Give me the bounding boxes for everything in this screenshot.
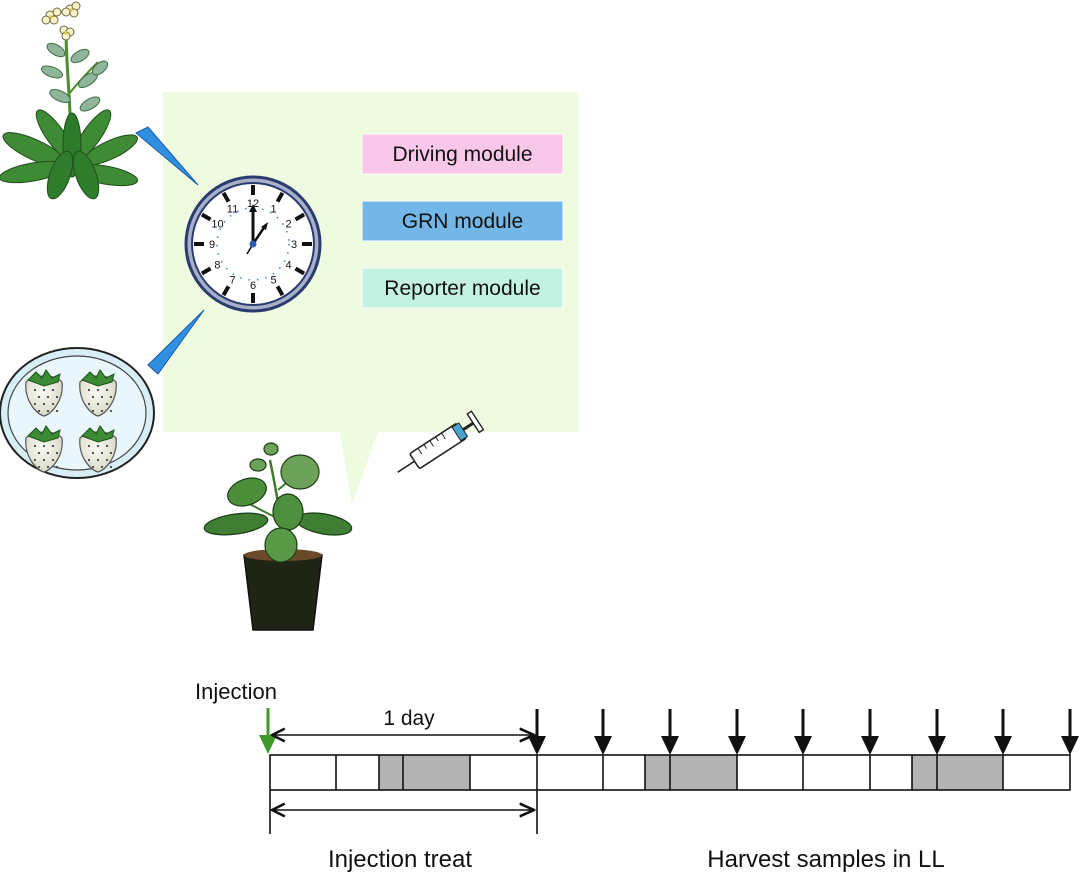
timeline-bar	[269, 754, 1071, 791]
harvest-arrows	[528, 709, 1079, 755]
injection-label: Injection	[195, 679, 277, 704]
clock-number: 1	[270, 203, 276, 215]
petri-dish-illustration	[0, 347, 155, 479]
clock-number: 8	[214, 260, 220, 272]
one-day-label: 1 day	[383, 707, 435, 730]
clock-number: 7	[229, 275, 235, 287]
white-strawberry	[79, 369, 117, 417]
harvest-samples-label: Harvest samples in LL	[707, 846, 944, 873]
potted-plant-illustration	[203, 442, 353, 631]
reporter-module-box: Reporter module	[361, 267, 564, 309]
clock-tick	[200, 212, 212, 222]
harvest-arrow	[528, 709, 546, 755]
clock-hour-hand	[251, 225, 267, 245]
reporter-module-label: Reporter module	[384, 277, 540, 300]
clock-number: 11	[227, 203, 238, 215]
white-strawberry	[25, 369, 63, 417]
white-strawberry	[25, 425, 63, 473]
driving-module-label: Driving module	[392, 143, 532, 166]
harvest-arrow	[1061, 709, 1079, 755]
harvest-arrow	[928, 709, 946, 755]
clock-number: 3	[291, 239, 297, 251]
clock-icon: 121234567891011	[184, 175, 322, 313]
module-boxes: Driving module GRN module Reporter modul…	[361, 133, 564, 309]
clock-number: 5	[270, 275, 276, 287]
clock-tick	[221, 285, 231, 297]
dark-period	[912, 755, 1003, 790]
clock-number: 2	[285, 219, 291, 231]
dark-period	[645, 755, 737, 790]
injection-treat-label: Injection treat	[328, 846, 472, 873]
grn-module-box: GRN module	[361, 200, 564, 242]
driving-module-box: Driving module	[361, 133, 564, 175]
clock-tick	[294, 212, 306, 222]
pointer-wedge-bottom	[147, 309, 205, 375]
harvest-arrow	[861, 709, 879, 755]
clock-tick	[275, 285, 285, 297]
clock-number: 4	[285, 260, 291, 272]
clock-number: 9	[209, 239, 215, 251]
clock-tick	[294, 266, 306, 276]
harvest-arrow	[994, 709, 1012, 755]
white-strawberry	[79, 425, 117, 473]
syringe-icon	[397, 410, 485, 473]
harvest-arrow	[728, 709, 746, 755]
harvest-arrow	[594, 709, 612, 755]
dark-period	[379, 755, 470, 790]
injection-arrow	[259, 708, 277, 754]
clock-number: 6	[250, 280, 256, 292]
arabidopsis-illustration	[0, 1, 139, 200]
clock-tick-marks	[194, 185, 312, 303]
clock-tick	[275, 191, 285, 203]
clock-tick	[200, 266, 212, 276]
clock-numbers: 121234567891011	[209, 198, 297, 292]
clock-tick	[221, 191, 231, 203]
clock-number: 10	[211, 219, 223, 231]
pointer-wedge-top	[135, 126, 199, 186]
harvest-arrow	[661, 709, 679, 755]
harvest-arrow	[794, 709, 812, 755]
grn-module-label: GRN module	[402, 210, 523, 233]
timeline: Injection 1 day Injection treat Harvest …	[195, 679, 1079, 873]
